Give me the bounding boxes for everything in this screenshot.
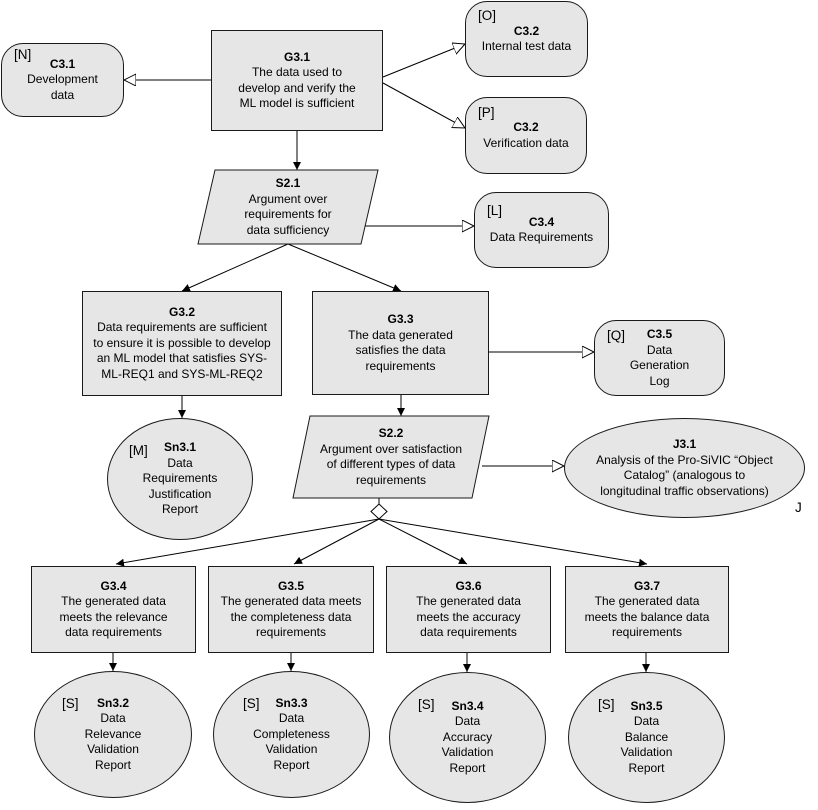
context-c31: C3.1 Development data <box>1 43 124 117</box>
goal-g36-id: G3.6 <box>455 578 482 593</box>
strategy-s22-id: S2.2 <box>378 426 404 440</box>
context-c32-verification-id: C3.2 <box>513 120 539 134</box>
context-c32-internal: C3.2 Internal test data <box>465 1 588 77</box>
strategy-s22-text: Argument over satisfaction of different … <box>319 441 463 487</box>
solution-sn34-id: Sn3.4 <box>451 698 484 713</box>
goal-g34-text: The generated data meets the relevance d… <box>59 594 168 639</box>
goal-g37-id: G3.7 <box>633 578 660 593</box>
context-c32-verification-tag: [P] <box>478 105 495 120</box>
context-c34: C3.4 Data Requirements <box>474 192 609 268</box>
goal-g31-id: G3.1 <box>283 49 310 64</box>
solution-sn31-text: Data Requirements Justification Report <box>142 455 218 517</box>
edge-diamond-g37 <box>378 518 648 567</box>
context-c34-tag: [L] <box>487 203 503 218</box>
solution-sn32-tag: [S] <box>62 696 79 711</box>
goal-g37-text: The generated data meets the balance dat… <box>584 594 710 639</box>
strategy-s21-id: S2.1 <box>275 176 301 190</box>
context-c34-id: C3.4 <box>528 214 555 229</box>
solution-sn32-id: Sn3.2 <box>96 695 129 710</box>
context-c32-verification-text: Verification data <box>483 135 569 150</box>
solution-sn35-text: Data Balance Validation Report <box>620 714 673 775</box>
goal-g31-text: The data used to develop and verify the … <box>238 65 356 110</box>
solution-sn33-text: Data Completeness Validation Report <box>253 711 330 772</box>
goal-g33-text: The data generated satisfies the data re… <box>348 327 453 373</box>
strategy-s21-text: Argument over requirements for data suff… <box>244 191 332 237</box>
strategy-s21-shape <box>197 169 379 245</box>
goal-g36: G3.6 The generated data meets the accura… <box>386 566 551 653</box>
context-c32-internal-tag: [O] <box>478 8 497 23</box>
strategy-s22-shape <box>292 415 490 499</box>
solution-sn33: Sn3.3 Data Completeness Validation Repor… <box>213 671 370 798</box>
goal-g34-id: G3.4 <box>100 578 127 593</box>
goal-g35-id: G3.5 <box>277 578 304 593</box>
choice-diamond <box>370 503 388 520</box>
context-c32-verification: C3.2 Verification data <box>465 97 587 174</box>
goal-g35-text: The generated data meets the completenes… <box>220 594 362 639</box>
solution-sn32-text: Data Relevance Validation Report <box>84 711 142 772</box>
solution-sn35: Sn3.5 Data Balance Validation Report <box>568 672 725 803</box>
solution-sn35-id: Sn3.5 <box>630 698 663 713</box>
goal-g35: G3.5 The generated data meets the comple… <box>208 566 374 653</box>
goal-g31: G3.1 The data used to develop and verify… <box>211 30 383 131</box>
solution-sn31: Sn3.1 Data Requirements Justification Re… <box>107 418 253 540</box>
edge-s21-g32 <box>181 243 289 292</box>
context-c31-tag: [N] <box>14 47 32 62</box>
context-c32-internal-text: Internal test data <box>481 39 572 53</box>
context-c35-text: Data Generation Log <box>629 342 690 388</box>
solution-sn34: Sn3.4 Data Accuracy Validation Report <box>389 672 546 803</box>
edge-s21-g33 <box>287 243 402 292</box>
context-c35-tag: [Q] <box>607 328 626 343</box>
justification-j31-id: J3.1 <box>672 437 697 451</box>
solution-sn33-id: Sn3.3 <box>275 695 308 710</box>
solution-sn34-text: Data Accuracy Validation Report <box>441 714 494 775</box>
goal-g32-text: Data requirements are sufficient to ensu… <box>93 320 271 381</box>
justification-j31-marker: J <box>795 500 802 515</box>
strategy-s22: S2.2 Argument over satisfaction of diffe… <box>305 418 477 496</box>
edge-g31-c32a <box>382 44 465 78</box>
goal-g32-id: G3.2 <box>168 304 195 319</box>
solution-sn31-tag: [M] <box>129 443 148 458</box>
solution-sn32: Sn3.2 Data Relevance Validation Report <box>34 671 192 798</box>
context-c34-text: Data Requirements <box>489 230 594 244</box>
solution-sn35-tag: [S] <box>598 697 615 712</box>
justification-j31: J3.1 Analysis of the Pro-SiVIC “Object C… <box>564 418 805 518</box>
goal-g32: G3.2 Data requirements are sufficient to… <box>82 291 282 396</box>
strategy-s21: S2.1 Argument over requirements for data… <box>215 172 361 242</box>
edge-diamond-g34 <box>115 518 380 567</box>
context-c32-internal-id: C3.2 <box>513 23 540 38</box>
solution-sn34-tag: [S] <box>418 697 435 712</box>
goal-g33: G3.3 The data generated satisfies the da… <box>312 291 489 395</box>
solution-sn33-tag: [S] <box>243 696 260 711</box>
justification-j31-text: Analysis of the Pro-SiVIC “Object Catalo… <box>596 452 773 498</box>
edge-diamond-g35 <box>293 518 380 565</box>
context-c35-id: C3.5 <box>646 327 673 341</box>
context-c31-id: C3.1 <box>49 56 76 71</box>
edge-g31-c32b <box>382 82 465 128</box>
edge-diamond-g36 <box>378 518 468 565</box>
goal-g37: G3.7 The generated data meets the balanc… <box>565 566 729 653</box>
context-c35: C3.5 Data Generation Log <box>594 320 725 396</box>
solution-sn31-id: Sn3.1 <box>163 440 196 455</box>
goal-g36-text: The generated data meets the accuracy da… <box>416 594 521 639</box>
goal-g34: G3.4 The generated data meets the releva… <box>31 566 196 653</box>
context-c31-text: Development data <box>27 72 98 102</box>
goal-g33-id: G3.3 <box>387 312 414 326</box>
